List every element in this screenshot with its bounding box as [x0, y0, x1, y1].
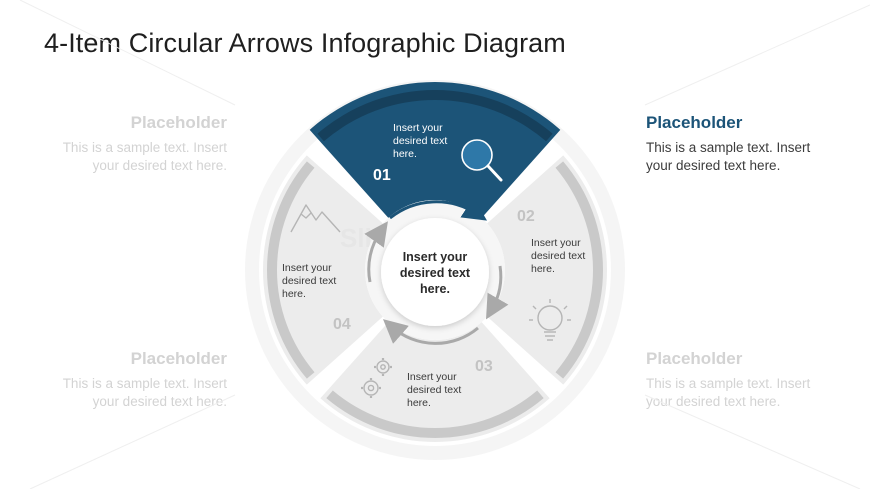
callout-text: This is a sample text. Insert your desir… [646, 376, 811, 409]
segment-04-line-1: Insert your [282, 262, 332, 274]
segment-04-line-2: desired text [282, 275, 336, 287]
callout-title: Placeholder [130, 349, 227, 368]
center-line-1: Insert your [403, 250, 468, 264]
center-line-2: desired text [400, 266, 471, 280]
segment-02-content: 02 Insert your desired text here. [517, 208, 585, 341]
center-line-3: here. [420, 282, 450, 296]
segment-02-band [555, 161, 603, 379]
segment-04-number: 04 [333, 316, 351, 333]
page-title: 4-Item Circular Arrows Infographic Diagr… [44, 28, 566, 58]
segment-02-shape [487, 155, 607, 385]
segment-04-content: Insert your desired text here. 04 [282, 204, 351, 333]
center-disk [381, 218, 489, 326]
segment-04-shape [262, 155, 383, 385]
background-lines [19, 0, 870, 489]
segment-03-line-1: Insert your [407, 371, 457, 383]
callout-title: Placeholder [130, 113, 227, 132]
mountain-icon [290, 204, 341, 233]
callout-top-right: Placeholder This is a sample text. Inser… [646, 113, 836, 175]
segment-02-line-2: desired text [531, 250, 585, 262]
gears-icon [361, 358, 392, 398]
segment-01-line-2: desired text [393, 135, 447, 147]
callout-top-left: Placeholder This is a sample text. Inser… [37, 113, 227, 175]
callout-text: This is a sample text. Insert your desir… [646, 140, 811, 173]
segment-02-number: 02 [517, 208, 535, 225]
callout-text: This is a sample text. Insert your desir… [62, 376, 227, 409]
segment-01-line-3: here. [393, 148, 417, 160]
segment-01-shape [309, 81, 561, 218]
segment-01-line-1: Insert your [393, 122, 443, 134]
segment-04-band [267, 161, 315, 379]
center-arrows [364, 197, 509, 345]
segment-03-shape [320, 322, 550, 442]
segment-01-number: 01 [373, 167, 391, 184]
segment-01-content: Insert your desired text here. 01 [373, 122, 503, 184]
callout-bottom-right: Placeholder This is a sample text. Inser… [646, 349, 836, 411]
lightbulb-icon [529, 299, 571, 341]
segment-03-line-2: desired text [407, 384, 461, 396]
callout-bottom-left: Placeholder This is a sample text. Inser… [37, 349, 227, 411]
search-icon [461, 139, 503, 182]
segment-01-band [317, 90, 553, 142]
segment-03-line-3: here. [407, 397, 431, 409]
callout-title: Placeholder [646, 349, 743, 368]
callout-title: Placeholder [646, 113, 743, 132]
segment-04-line-3: here. [282, 288, 306, 300]
segment-03-content: 03 Insert your desired text here. [361, 358, 493, 409]
segment-03-number: 03 [475, 358, 493, 375]
segment-02-line-3: here. [531, 263, 555, 275]
segment-03-band [326, 390, 544, 438]
segment-02-line-1: Insert your [531, 237, 581, 249]
callout-text: This is a sample text. Insert your desir… [62, 140, 227, 173]
